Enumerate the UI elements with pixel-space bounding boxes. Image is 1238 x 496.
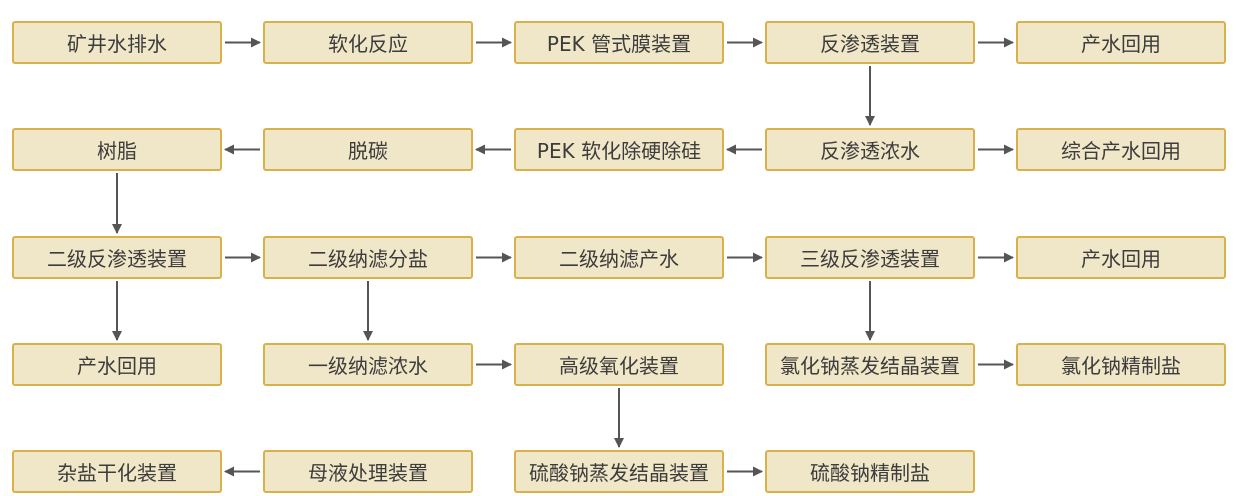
node-product-water-reuse-1: 产水回用 — [1016, 21, 1226, 64]
node-mine-water-discharge: 矿井水排水 — [12, 21, 222, 64]
node-ro-concentrate: 反渗透浓水 — [765, 128, 975, 171]
node-mother-liquor-treatment: 母液处理装置 — [263, 450, 473, 493]
node-pek-tubular-membrane: PEK 管式膜装置 — [514, 21, 724, 64]
node-pek-softening-silica-removal: PEK 软化除硬除硅 — [514, 128, 724, 171]
node-resin: 树脂 — [12, 128, 222, 171]
node-product-water-reuse-2: 产水回用 — [1016, 236, 1226, 279]
node-combined-water-reuse: 综合产水回用 — [1016, 128, 1226, 171]
node-primary-nf-concentrate: 一级纳滤浓水 — [263, 343, 473, 386]
node-secondary-nf-salt-separation: 二级纳滤分盐 — [263, 236, 473, 279]
node-secondary-ro-unit: 二级反渗透装置 — [12, 236, 222, 279]
node-secondary-nf-product-water: 二级纳滤产水 — [514, 236, 724, 279]
node-na2so4-evaporation-crystallizer: 硫酸钠蒸发结晶装置 — [514, 450, 724, 493]
node-nacl-refined-salt: 氯化钠精制盐 — [1016, 343, 1226, 386]
node-softening-reaction: 软化反应 — [263, 21, 473, 64]
node-tertiary-ro-unit: 三级反渗透装置 — [765, 236, 975, 279]
node-product-water-reuse-3: 产水回用 — [12, 343, 222, 386]
node-na2so4-refined-salt: 硫酸钠精制盐 — [765, 450, 975, 493]
node-mixed-salt-drying-unit: 杂盐干化装置 — [12, 450, 222, 493]
node-reverse-osmosis-unit: 反渗透装置 — [765, 21, 975, 64]
node-nacl-evaporation-crystallizer: 氯化钠蒸发结晶装置 — [765, 343, 975, 386]
node-decarbonization: 脱碳 — [263, 128, 473, 171]
node-advanced-oxidation-unit: 高级氧化装置 — [514, 343, 724, 386]
